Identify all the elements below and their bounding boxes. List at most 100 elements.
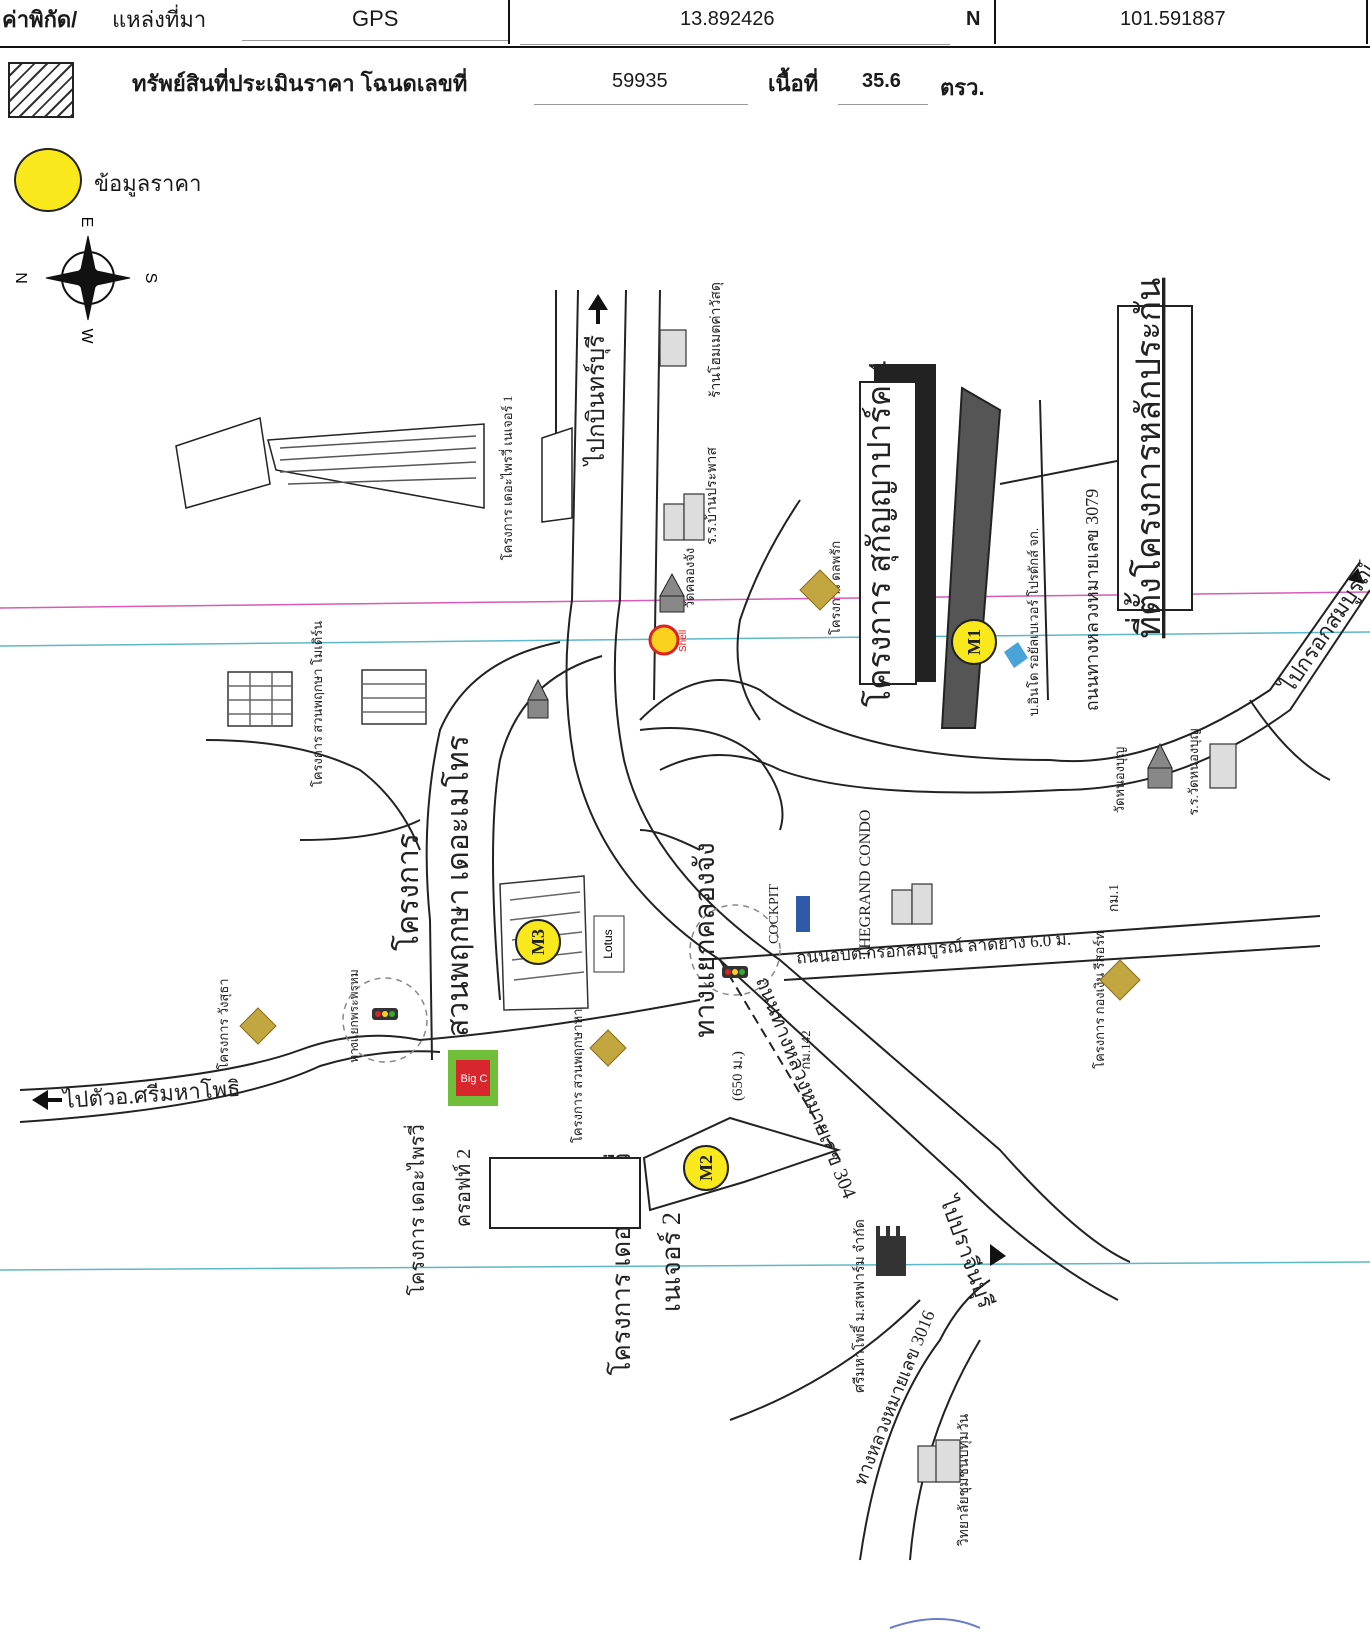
bigc-label: Big C [461, 1073, 488, 1085]
area-label: เนื้อที่ [768, 71, 819, 96]
the-grand-label: THEGRAND CONDO [857, 810, 874, 959]
building-icon [541, 426, 573, 523]
suan-metro-label: สวนพฤกษา เดอะเมโทร [440, 735, 475, 1037]
cockpit-icon [796, 896, 810, 932]
road-edge [729, 1299, 921, 1421]
junction-label: ทางแยกคลองจัง [690, 842, 721, 1038]
to-kabinburi-label: ไปกบินทร์บุรี [582, 335, 611, 467]
road-304-edge [565, 289, 1119, 1301]
project-suan-north-label: โครงการ สวนพฤกษา โมเดิร์น [310, 621, 325, 787]
collateral-callout-label: ที่ตั้งโครงการหลักประกัน [1124, 278, 1168, 639]
road-obt-edge [699, 915, 1321, 961]
road-edge [425, 641, 561, 1061]
road-edge [19, 999, 701, 1091]
craft2-label: โครงการ เดอะไพรวี่ [403, 1124, 429, 1296]
arrow-stem [46, 1098, 62, 1102]
property-hatch-swatch [8, 62, 74, 118]
road-edge [1039, 399, 1049, 701]
deed-number: 59935 [612, 70, 668, 92]
lotus-label: Lotus [601, 929, 615, 958]
guide-line [0, 1261, 1370, 1271]
km142-label: กม.142 [798, 1030, 813, 1069]
n-label: N [966, 8, 981, 30]
intersection-pra-label: ทางแยกพระพรหม [347, 969, 361, 1063]
shop-label: ร้านโฮมเมตค่าวัสดุ [707, 282, 724, 398]
school-temple-label: ร.ร.วัดหนองบุญ [1186, 728, 1202, 815]
temple-label: วัดหนองบุญ [1112, 747, 1128, 814]
coord-label: ค่าพิกัด/ [2, 7, 78, 32]
temple-icon [527, 572, 1173, 789]
arrow-up-icon [588, 294, 608, 310]
shell-label: Shell [678, 630, 689, 652]
lotus-logo [593, 915, 625, 973]
compass-right-label: S [142, 273, 159, 284]
to-prachinburi-label: ไปปราจีนบุรี [934, 1191, 999, 1312]
road-3016-edge [859, 1279, 991, 1561]
callout-line [999, 459, 1123, 485]
road-edge [205, 739, 421, 851]
road-3079-edge [659, 589, 1370, 794]
property-label: ทรัพย์สินที่ประเมินราคา โฉนดเลขที่ [132, 71, 468, 96]
arrow-stem [596, 308, 600, 324]
stamp-fragment [889, 1618, 981, 1629]
compass-top-label: E [78, 217, 95, 228]
project-prompt-label: โครงการ [390, 833, 425, 951]
price-data-legend-label: ข้อมูลราคา [94, 171, 202, 196]
distance-label: (650 ม.) [730, 1051, 746, 1101]
nature2b-label: เนเจอร์ 2 [657, 1212, 686, 1312]
housing-grid-icon [227, 669, 427, 727]
to-krok-sombun-label: ไปกรอกสมบูรณ์ [1274, 558, 1370, 699]
price-marker-m3-label: M3 [528, 929, 548, 955]
source-underline [242, 40, 510, 41]
project-wanjai-label: โครงการ วังสุธา [216, 978, 232, 1069]
road-edge [639, 829, 701, 851]
junction-circle [689, 904, 781, 996]
latitude-underline [520, 44, 950, 45]
price-marker-m2-label: M2 [696, 1155, 716, 1181]
house-icon [239, 569, 1141, 1067]
arrow-up-right-icon [1348, 568, 1364, 584]
separator [1366, 0, 1368, 44]
compass-bottom-label: W [78, 328, 95, 344]
price-marker-m3[interactable] [515, 919, 561, 965]
latitude-value: 13.892426 [680, 8, 775, 30]
shell-icon [648, 624, 680, 656]
road-3016-edge [909, 1339, 981, 1561]
project-kongngoen-label: โครงการ กองเงิน รีสอร์ท [1092, 931, 1107, 1069]
road-edge [19, 1050, 441, 1123]
factory-icon [876, 1226, 906, 1276]
factory-label: ศรีมหาโพธิ์ ม.สหฟาร์ม จำกัด [849, 1219, 868, 1393]
nature2-plot [642, 1116, 842, 1212]
compass-left-label: N [12, 272, 29, 284]
road-network [19, 289, 1370, 1561]
price-marker-m1[interactable] [951, 619, 997, 665]
area-unit: ตรว. [940, 75, 985, 100]
school-ban-label: ร.ร.บ้านประพาส [704, 447, 720, 545]
road-obt-label: ถนนอบต.กรอกสมบูรณ์ ลาดยาง 6.0 ม. [796, 929, 1072, 968]
coordinate-row: ค่าพิกัด/ แหล่งที่มา GPS 13.892426 N 101… [0, 0, 1370, 48]
road-304-edge [613, 289, 1131, 1263]
area-value: 35.6 [862, 70, 901, 92]
building-icon [659, 329, 1237, 1483]
price-marker-m1-label: M1 [964, 629, 984, 655]
price-marker-m2[interactable] [683, 1145, 729, 1191]
road-obt-edge [783, 945, 1321, 981]
cockpit-label: COCKPIT [767, 884, 782, 944]
separator [994, 0, 996, 44]
to-srimahaphot-label: ไปตัวอ.ศรีมหาโพธิ [61, 1076, 242, 1113]
company-label: บ.อินโด รอยัลเบเวอร์ โปรดักส์ จก. [1026, 528, 1041, 716]
arrow-right-icon [990, 1244, 1006, 1266]
road-edge [299, 819, 421, 841]
traffic-light-icon [372, 966, 748, 1020]
road-edge [639, 727, 784, 831]
separator [508, 0, 510, 44]
area-underline [838, 104, 928, 105]
project-suan-south-label: โครงการ สวนพฤกษาหาร์ม [570, 993, 585, 1143]
craft2-plot [489, 1157, 641, 1229]
km1-label: กม.1 [1107, 884, 1122, 912]
collateral-building-bar [916, 382, 936, 682]
college-label: วิทยาลัยชุมชนปทุมวัน [957, 1413, 972, 1546]
longitude-value: 101.591887 [1120, 8, 1226, 30]
road-3079-edge [639, 561, 1361, 763]
